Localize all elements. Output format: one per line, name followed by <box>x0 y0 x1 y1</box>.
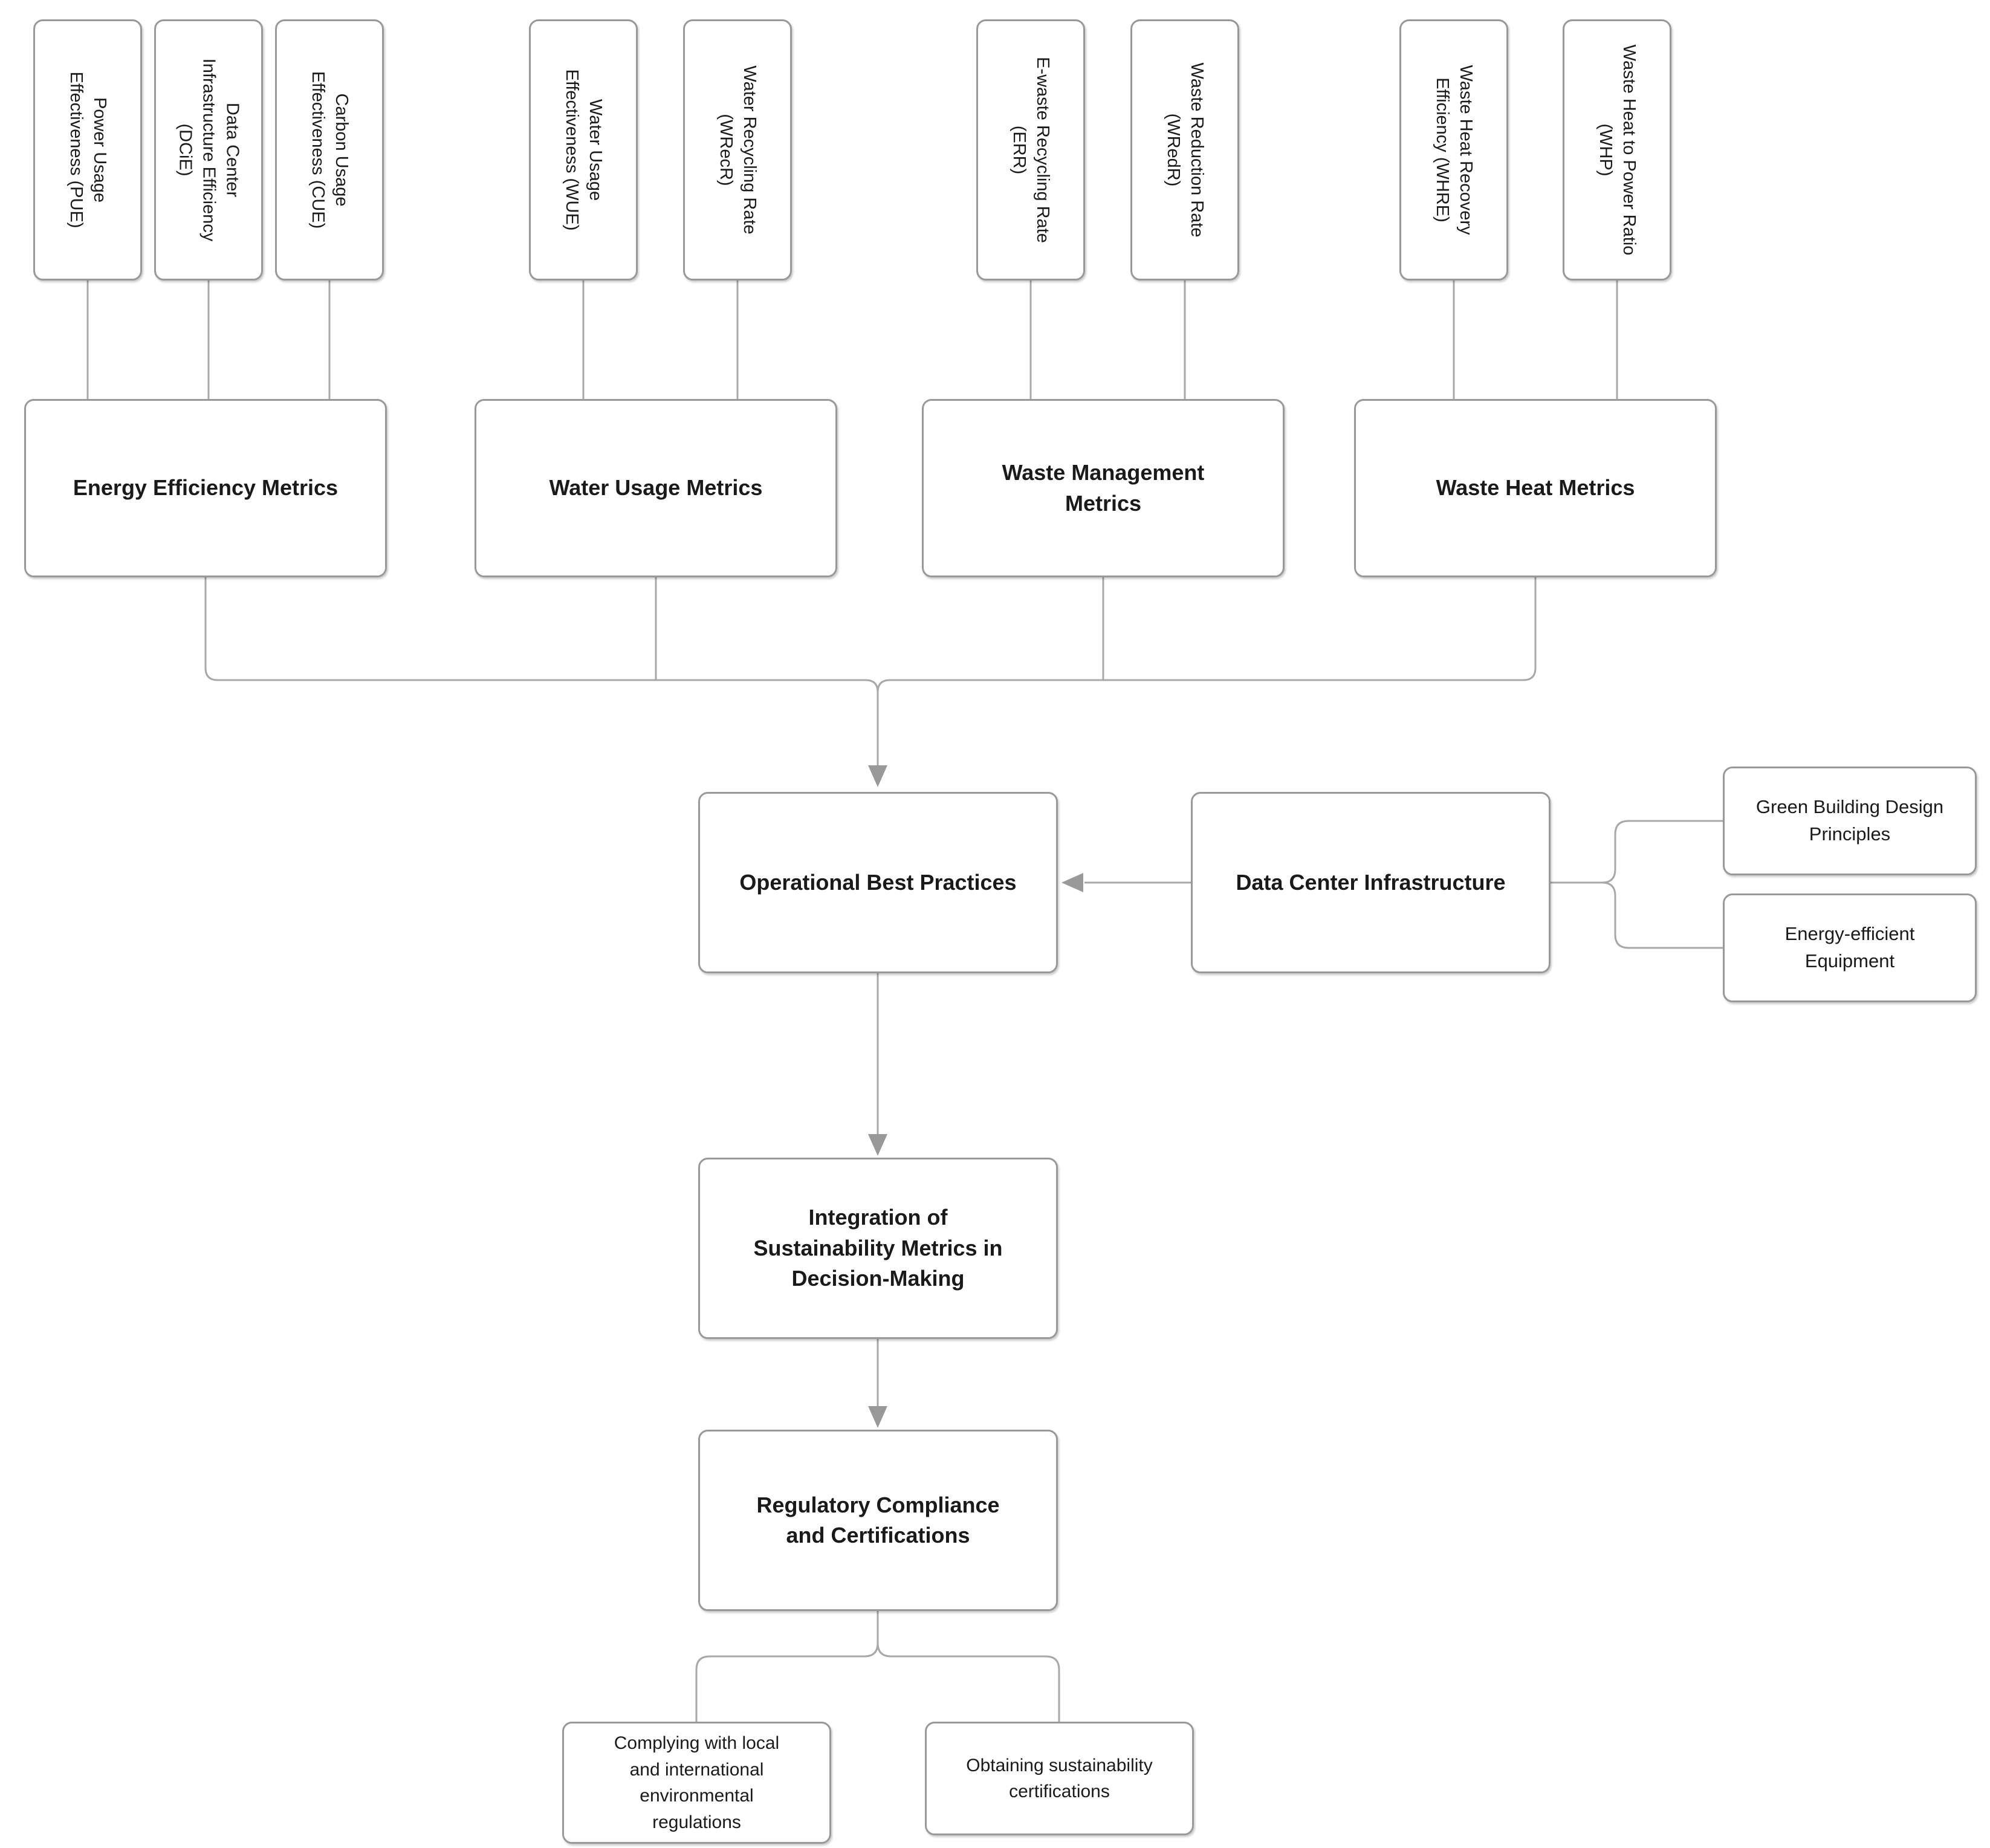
node-label: Power Usage Effectiveness (PUE) <box>66 71 110 229</box>
edge-dci-to-green-building <box>1551 820 1723 884</box>
node-label: Data Center Infrastructure Efficiency (D… <box>175 58 242 242</box>
node-integration-of-sustainability-metrics: Integration of Sustainability Metrics in… <box>698 1158 1058 1339</box>
node-label: Energy-efficient Equipment <box>1784 923 1915 971</box>
arrowhead-into-regulatory <box>868 1406 887 1428</box>
node-waste-heat-metrics: Waste Heat Metrics <box>1354 399 1717 577</box>
edge-energy-to-merge <box>204 577 879 693</box>
node-label: Energy Efficiency Metrics <box>73 475 339 501</box>
arrowhead-into-operational-right <box>1061 873 1083 892</box>
node-operational-best-practices: Operational Best Practices <box>698 792 1058 973</box>
node-carbon-usage-effectiveness: Carbon Usage Effectiveness (CUE) <box>275 19 384 280</box>
node-ewaste-recycling-rate: E-waste Recycling Rate (ERR) <box>976 19 1085 280</box>
node-water-usage-metrics: Water Usage Metrics <box>475 399 837 577</box>
node-label: Carbon Usage Effectiveness (CUE) <box>308 71 352 229</box>
node-data-center-infrastructure-efficiency: Data Center Infrastructure Efficiency (D… <box>154 19 263 280</box>
node-waste-heat-recovery-efficiency: Waste Heat Recovery Efficiency (WHRE) <box>1399 19 1508 280</box>
node-energy-efficiency-metrics: Energy Efficiency Metrics <box>24 399 387 577</box>
node-water-recycling-rate: Water Recycling Rate (WRecR) <box>683 19 792 280</box>
node-label: Regulatory Compliance and Certifications <box>756 1492 1000 1548</box>
node-waste-management-metrics: Waste Management Metrics <box>922 399 1285 577</box>
node-label: Waste Heat Recovery Efficiency (WHRE) <box>1433 65 1476 235</box>
node-label: Green Building Design Principles <box>1755 796 1944 845</box>
node-label: Complying with local and international e… <box>614 1733 780 1832</box>
arrowhead-into-integration <box>868 1134 887 1156</box>
node-label: Waste Reduction Rate (WRedR) <box>1164 62 1207 238</box>
node-energy-efficient-equipment: Energy-efficient Equipment <box>1723 893 1977 1002</box>
node-label: Waste Heat Metrics <box>1436 475 1635 501</box>
edge-dci-to-energy-efficient-equipment <box>1551 881 1723 949</box>
node-waste-reduction-rate: Waste Reduction Rate (WRedR) <box>1130 19 1239 280</box>
node-label: Operational Best Practices <box>739 869 1017 895</box>
edge-regulatory-to-obtaining <box>877 1611 1060 1722</box>
node-label: Data Center Infrastructure <box>1236 869 1506 895</box>
node-label: Water Usage Metrics <box>549 475 763 501</box>
node-label: Waste Heat to Power Ratio (WHP) <box>1596 44 1639 256</box>
node-waste-heat-to-power-ratio: Waste Heat to Power Ratio (WHP) <box>1563 19 1671 280</box>
edge-regulatory-to-complying <box>695 1611 879 1722</box>
node-green-building-design-principles: Green Building Design Principles <box>1723 767 1977 875</box>
node-regulatory-compliance-certifications: Regulatory Compliance and Certifications <box>698 1430 1058 1611</box>
node-label: Obtaining sustainability certifications <box>966 1755 1153 1802</box>
edge-wasteheat-to-merge <box>877 577 1537 693</box>
node-obtaining-sustainability-certifications: Obtaining sustainability certifications <box>925 1722 1194 1835</box>
node-label: Water Recycling Rate (WRecR) <box>716 65 760 235</box>
node-label: E-waste Recycling Rate (ERR) <box>1010 57 1053 243</box>
arrowhead-into-operational <box>868 765 887 787</box>
node-label: Waste Management Metrics <box>1002 460 1205 516</box>
node-label: Water Usage Effectiveness (WUE) <box>562 69 606 231</box>
node-power-usage-effectiveness: Power Usage Effectiveness (PUE) <box>33 19 142 280</box>
node-label: Integration of Sustainability Metrics in… <box>753 1205 1003 1291</box>
node-data-center-infrastructure: Data Center Infrastructure <box>1191 792 1551 973</box>
node-complying-with-regulations: Complying with local and international e… <box>562 1722 831 1844</box>
node-water-usage-effectiveness: Water Usage Effectiveness (WUE) <box>529 19 638 280</box>
